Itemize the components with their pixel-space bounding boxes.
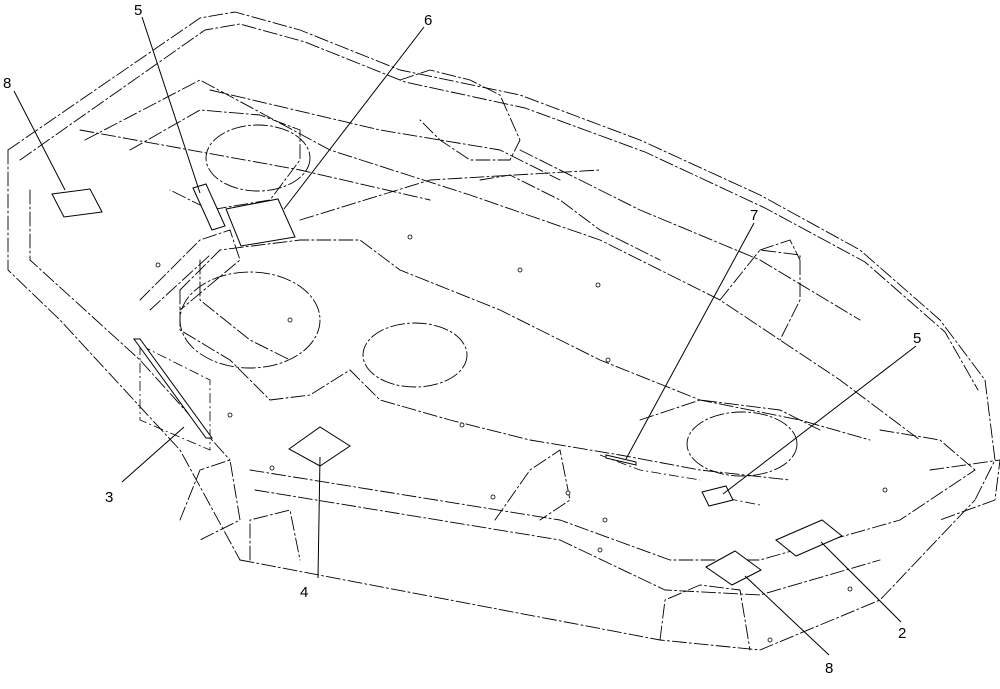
callout-6: 6 (424, 12, 432, 29)
callout-5-top: 5 (134, 2, 142, 19)
leader-lines (13, 16, 917, 656)
leader-2 (820, 541, 902, 623)
callout-7: 7 (750, 207, 758, 224)
decal-8-bottom (705, 550, 762, 586)
leader-6 (283, 26, 425, 210)
callout-5-right: 5 (913, 330, 921, 347)
blade-openings (179, 124, 798, 477)
callout-3: 3 (105, 489, 113, 506)
decal-8-left (51, 188, 103, 218)
leader-5-top (141, 16, 201, 194)
decal-6 (225, 198, 296, 247)
decal-5-right (701, 485, 734, 507)
callout-2: 2 (898, 625, 906, 642)
decal-5-top (192, 183, 226, 231)
callout-labels: 8 5 6 7 5 3 4 2 8 (3, 2, 921, 677)
decal-7 (605, 454, 637, 466)
decal-4 (288, 426, 351, 467)
leader-4 (317, 456, 321, 579)
callout-8-left: 8 (3, 75, 11, 92)
callout-8-bottom: 8 (825, 660, 833, 677)
decal-2 (775, 519, 843, 557)
leader-3 (121, 426, 185, 483)
decals (51, 183, 843, 586)
leader-8-left (13, 90, 66, 191)
callout-4: 4 (300, 584, 308, 601)
decal-3 (133, 338, 213, 439)
leader-8-bottom (744, 575, 830, 656)
leader-7 (625, 222, 755, 460)
deck-outline (7, 11, 1000, 651)
leader-5-right (722, 345, 917, 495)
mounting-holes (155, 234, 888, 643)
